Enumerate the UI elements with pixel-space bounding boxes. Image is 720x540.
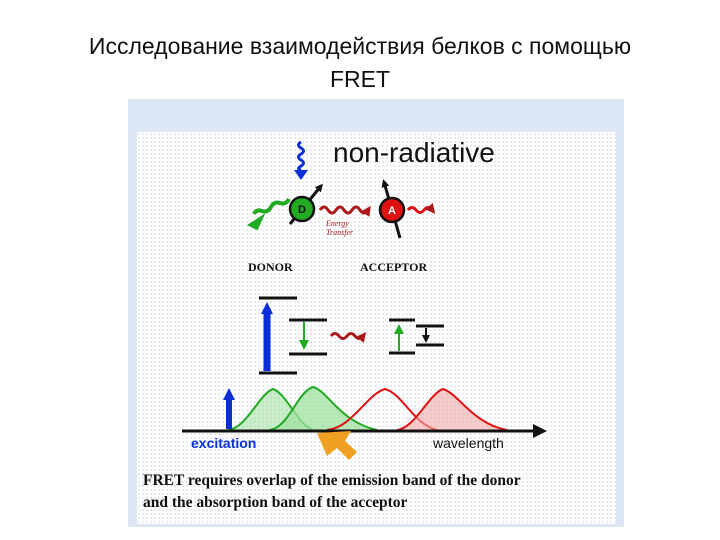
energy-transfer-wave [318, 205, 371, 217]
fret-figure-panel: non-radiative D Energy Transfer [137, 132, 616, 524]
slide-title-line-1: Исследование взаимодействия белков с пом… [88, 33, 632, 59]
donor-symbol: D [298, 204, 306, 216]
acceptor-symbol: A [388, 205, 396, 217]
overlap-pointer-arrow [317, 431, 357, 460]
energy-transfer-label: Energy [325, 219, 349, 228]
excitation-label: excitation [191, 435, 256, 451]
caption-line-2: and the absorption band of the acceptor [143, 494, 408, 511]
acceptor-emission-icon [406, 202, 436, 214]
energy-transfer-label-2: Transfer [326, 228, 354, 237]
acceptor-energy-levels [389, 318, 444, 355]
wavelength-label: wavelength [432, 435, 504, 451]
donor-energy-levels [259, 296, 327, 375]
fret-diagram: non-radiative D Energy Transfer [182, 137, 547, 460]
acceptor-label: ACCEPTOR [360, 260, 427, 274]
donor-molecule: D [288, 195, 316, 223]
acceptor-emission-band [396, 387, 508, 431]
donor-emission-icon [246, 198, 291, 231]
fret-figure: non-radiative D Energy Transfer [128, 99, 624, 527]
slide-title: Исследование взаимодействия белков с пом… [20, 30, 700, 96]
donor-label: DONOR [248, 260, 293, 274]
figure-caption: FRET requires overlap of the emission ba… [143, 470, 613, 514]
caption-line-1: FRET requires overlap of the emission ba… [143, 472, 521, 489]
level-transfer-wave [329, 332, 367, 344]
acceptor-molecule: A [378, 196, 406, 224]
slide-title-line-2: FRET [329, 66, 391, 92]
incoming-photon-icon [294, 140, 308, 180]
heading-non-radiative: non-radiative [333, 137, 495, 168]
